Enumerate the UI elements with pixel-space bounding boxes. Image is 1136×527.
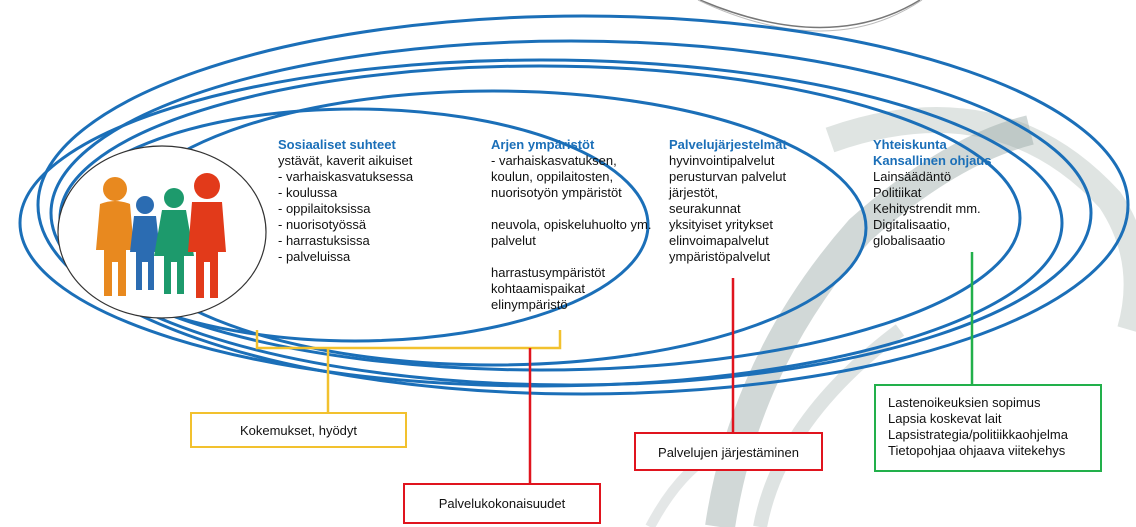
everyday-environments-title: Arjen ympäristöt <box>491 137 595 152</box>
list-item: palvelut <box>491 233 536 248</box>
experiences-label: Kokemukset, hyödyt <box>239 423 358 438</box>
spacer <box>491 201 651 217</box>
list-item: Tietopohjaa ohjaava viitekehys <box>888 443 1066 458</box>
yellow-connector <box>255 330 562 412</box>
list-item: koulun, oppilaitosten, <box>491 169 614 184</box>
list-item: neuvola, opiskeluhuolto ym. <box>491 217 652 232</box>
service-organizing-label: Palvelujen järjestäminen <box>658 445 799 460</box>
service-entities-box: Palvelukokonaisuudet <box>403 483 601 524</box>
list-item: Lapsistrategia/politiikkaohjelma <box>888 427 1068 442</box>
list-item: perusturvan palvelut <box>669 169 787 184</box>
list-item: seurakunnat <box>669 201 741 216</box>
list-item: Lapsia koskevat lait <box>888 411 1002 426</box>
list-item: globalisaatio <box>873 233 946 248</box>
family-icon <box>96 173 226 298</box>
list-item: hyvinvointipalvelut <box>669 153 775 168</box>
list-item: - palveluissa <box>278 249 351 264</box>
experiences-box: Kokemukset, hyödyt <box>190 412 407 448</box>
list-item: Lastenoikeuksien sopimus <box>888 395 1041 410</box>
list-item: nuorisotyön ympäristöt <box>491 185 622 200</box>
list-item: - varhaiskasvatuksen, <box>491 153 617 168</box>
society-list: Lainsäädäntö Politiikat Kehitystrendit m… <box>873 169 981 249</box>
service-entities-label: Palvelukokonaisuudet <box>438 496 566 511</box>
list-item: - varhaiskasvatuksessa <box>278 169 414 184</box>
list-item: Lainsäädäntö <box>873 169 952 184</box>
service-systems-title: Palvelujärjestelmät <box>669 137 787 152</box>
list-item: ystävät, kaverit aikuiset <box>278 153 413 168</box>
framework-box: Lastenoikeuksien sopimus Lapsia koskevat… <box>874 384 1102 472</box>
list-item: - harrastuksissa <box>278 233 370 248</box>
everyday-environments-list: - varhaiskasvatuksen, koulun, oppilaitos… <box>491 153 651 313</box>
ellipse-outer-4 <box>36 14 1130 396</box>
list-item: Kehitystrendit mm. <box>873 201 981 216</box>
list-item: harrastusympäristöt <box>491 265 606 280</box>
society-title: Yhteiskunta <box>873 137 947 152</box>
list-item: kohtaamispaikat <box>491 281 585 296</box>
society-subtitle: Kansallinen ohjaus <box>873 153 992 168</box>
list-item: järjestöt, <box>669 185 719 200</box>
social-relations-title: Sosiaaliset suhteet <box>278 137 396 152</box>
service-systems-list: hyvinvointipalvelut perusturvan palvelut… <box>669 153 786 265</box>
spacer <box>491 249 651 265</box>
red-connectors <box>528 278 735 483</box>
list-item: Digitalisaatio, <box>873 217 951 232</box>
list-item: - koulussa <box>278 185 338 200</box>
list-item: elinympäristö <box>491 297 568 312</box>
list-item: elinvoimapalvelut <box>669 233 769 248</box>
ellipse-society <box>18 58 1064 388</box>
social-relations-list: ystävät, kaverit aikuiset - varhaiskasva… <box>278 153 413 265</box>
list-item: - oppilaitoksissa <box>278 201 371 216</box>
list-item: ympäristöpalvelut <box>669 249 771 264</box>
list-item: Politiikat <box>873 185 922 200</box>
list-item: yksityiset yritykset <box>669 217 774 232</box>
service-organizing-box: Palvelujen järjestäminen <box>634 432 823 471</box>
list-item: - nuorisotyössä <box>278 217 367 232</box>
